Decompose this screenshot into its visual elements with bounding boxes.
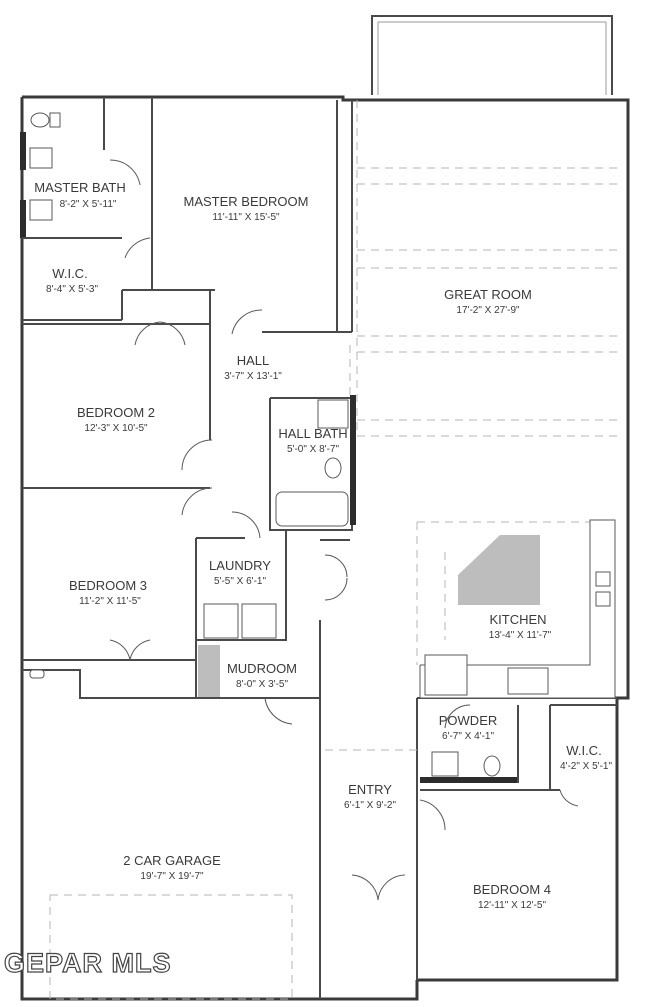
- svg-text:12'-3" X 10'-5": 12'-3" X 10'-5": [84, 423, 148, 434]
- svg-text:HALL: HALL: [237, 353, 270, 368]
- room-label-wic-bed4: W.I.C. 4'-2" X 5'-1": [560, 743, 613, 772]
- room-label-entry: ENTRY 6'-1" X 9'-2": [344, 782, 397, 811]
- room-label-bedroom-4: BEDROOM 4 12'-11" X 12'-5": [473, 882, 551, 911]
- svg-text:BEDROOM 2: BEDROOM 2: [77, 405, 155, 420]
- svg-text:POWDER: POWDER: [439, 713, 498, 728]
- ceiling-dash-lines: [49, 100, 617, 1000]
- svg-text:GREAT ROOM: GREAT ROOM: [444, 287, 532, 302]
- room-label-master-bedroom: MASTER BEDROOM 11'-11" X 15'-5": [184, 194, 309, 223]
- svg-text:MASTER BEDROOM: MASTER BEDROOM: [184, 194, 309, 209]
- svg-text:5'-5" X 6'-1": 5'-5" X 6'-1": [214, 576, 267, 587]
- svg-text:W.I.C.: W.I.C.: [566, 743, 601, 758]
- wall-accent: [20, 200, 26, 238]
- svg-text:LAUNDRY: LAUNDRY: [209, 558, 271, 573]
- room-label-mudroom: MUDROOM 8'-0" X 3'-5": [227, 661, 297, 690]
- room-label-kitchen: KITCHEN 13'-4" X 11'-7": [489, 612, 552, 641]
- svg-text:11'-2" X 11'-5": 11'-2" X 11'-5": [79, 596, 141, 607]
- interior-walls: [22, 97, 617, 999]
- svg-text:MASTER BATH: MASTER BATH: [34, 180, 126, 195]
- svg-text:13'-4" X 11'-7": 13'-4" X 11'-7": [489, 630, 552, 641]
- svg-text:12'-11" X 12'-5": 12'-11" X 12'-5": [478, 900, 546, 911]
- bath-fixtures: [29, 112, 501, 777]
- svg-text:17'-2" X 27'-9": 17'-2" X 27'-9": [456, 305, 520, 316]
- covered-patio: [371, 15, 613, 95]
- room-label-wic-master: W.I.C. 8'-4" X 5'-3": [46, 266, 99, 295]
- room-label-hall-bath: HALL BATH 5'-0" X 8'-7": [278, 426, 347, 455]
- svg-text:8'-4" X 5'-3": 8'-4" X 5'-3": [46, 284, 99, 295]
- svg-text:19'-7" X 19'-7": 19'-7" X 19'-7": [140, 871, 204, 882]
- svg-text:11'-11" X 15'-5": 11'-11" X 15'-5": [212, 212, 280, 223]
- exterior-walls: [20, 95, 630, 1001]
- room-label-powder: POWDER 6'-7" X 4'-1": [439, 713, 498, 742]
- svg-text:KITCHEN: KITCHEN: [489, 612, 546, 627]
- kitchen-fixtures: [419, 519, 616, 699]
- svg-text:ENTRY: ENTRY: [348, 782, 392, 797]
- room-label-bedroom-3: BEDROOM 3 11'-2" X 11'-5": [69, 578, 147, 607]
- room-label-bedroom-2: BEDROOM 2 12'-3" X 10'-5": [77, 405, 155, 434]
- svg-text:6'-1" X 9'-2": 6'-1" X 9'-2": [344, 800, 397, 811]
- svg-text:2 CAR GARAGE: 2 CAR GARAGE: [123, 853, 221, 868]
- svg-text:BEDROOM 3: BEDROOM 3: [69, 578, 147, 593]
- svg-text:3'-7" X 13'-1": 3'-7" X 13'-1": [224, 371, 282, 382]
- svg-text:HALL BATH: HALL BATH: [278, 426, 347, 441]
- room-label-garage: 2 CAR GARAGE 19'-7" X 19'-7": [123, 853, 221, 882]
- svg-text:8'-0" X 3'-5": 8'-0" X 3'-5": [236, 679, 289, 690]
- svg-text:8'-2" X 5'-11": 8'-2" X 5'-11": [60, 199, 117, 210]
- room-label-hall: HALL 3'-7" X 13'-1": [224, 353, 282, 382]
- svg-text:W.I.C.: W.I.C.: [52, 266, 87, 281]
- room-label-laundry: LAUNDRY 5'-5" X 6'-1": [209, 558, 271, 587]
- room-label-master-bath: MASTER BATH 8'-2" X 5'-11": [34, 180, 126, 210]
- svg-text:BEDROOM 4: BEDROOM 4: [473, 882, 551, 897]
- svg-text:MUDROOM: MUDROOM: [227, 661, 297, 676]
- svg-text:5'-0" X 8'-7": 5'-0" X 8'-7": [287, 444, 340, 455]
- wall-accent: [20, 132, 26, 170]
- svg-text:6'-7" X 4'-1": 6'-7" X 4'-1": [442, 731, 495, 742]
- watermark: GEPAR MLS: [4, 948, 172, 978]
- room-label-great-room: GREAT ROOM 17'-2" X 27'-9": [444, 287, 532, 316]
- door-swings: [29, 159, 579, 901]
- svg-text:4'-2" X 5'-1": 4'-2" X 5'-1": [560, 761, 613, 772]
